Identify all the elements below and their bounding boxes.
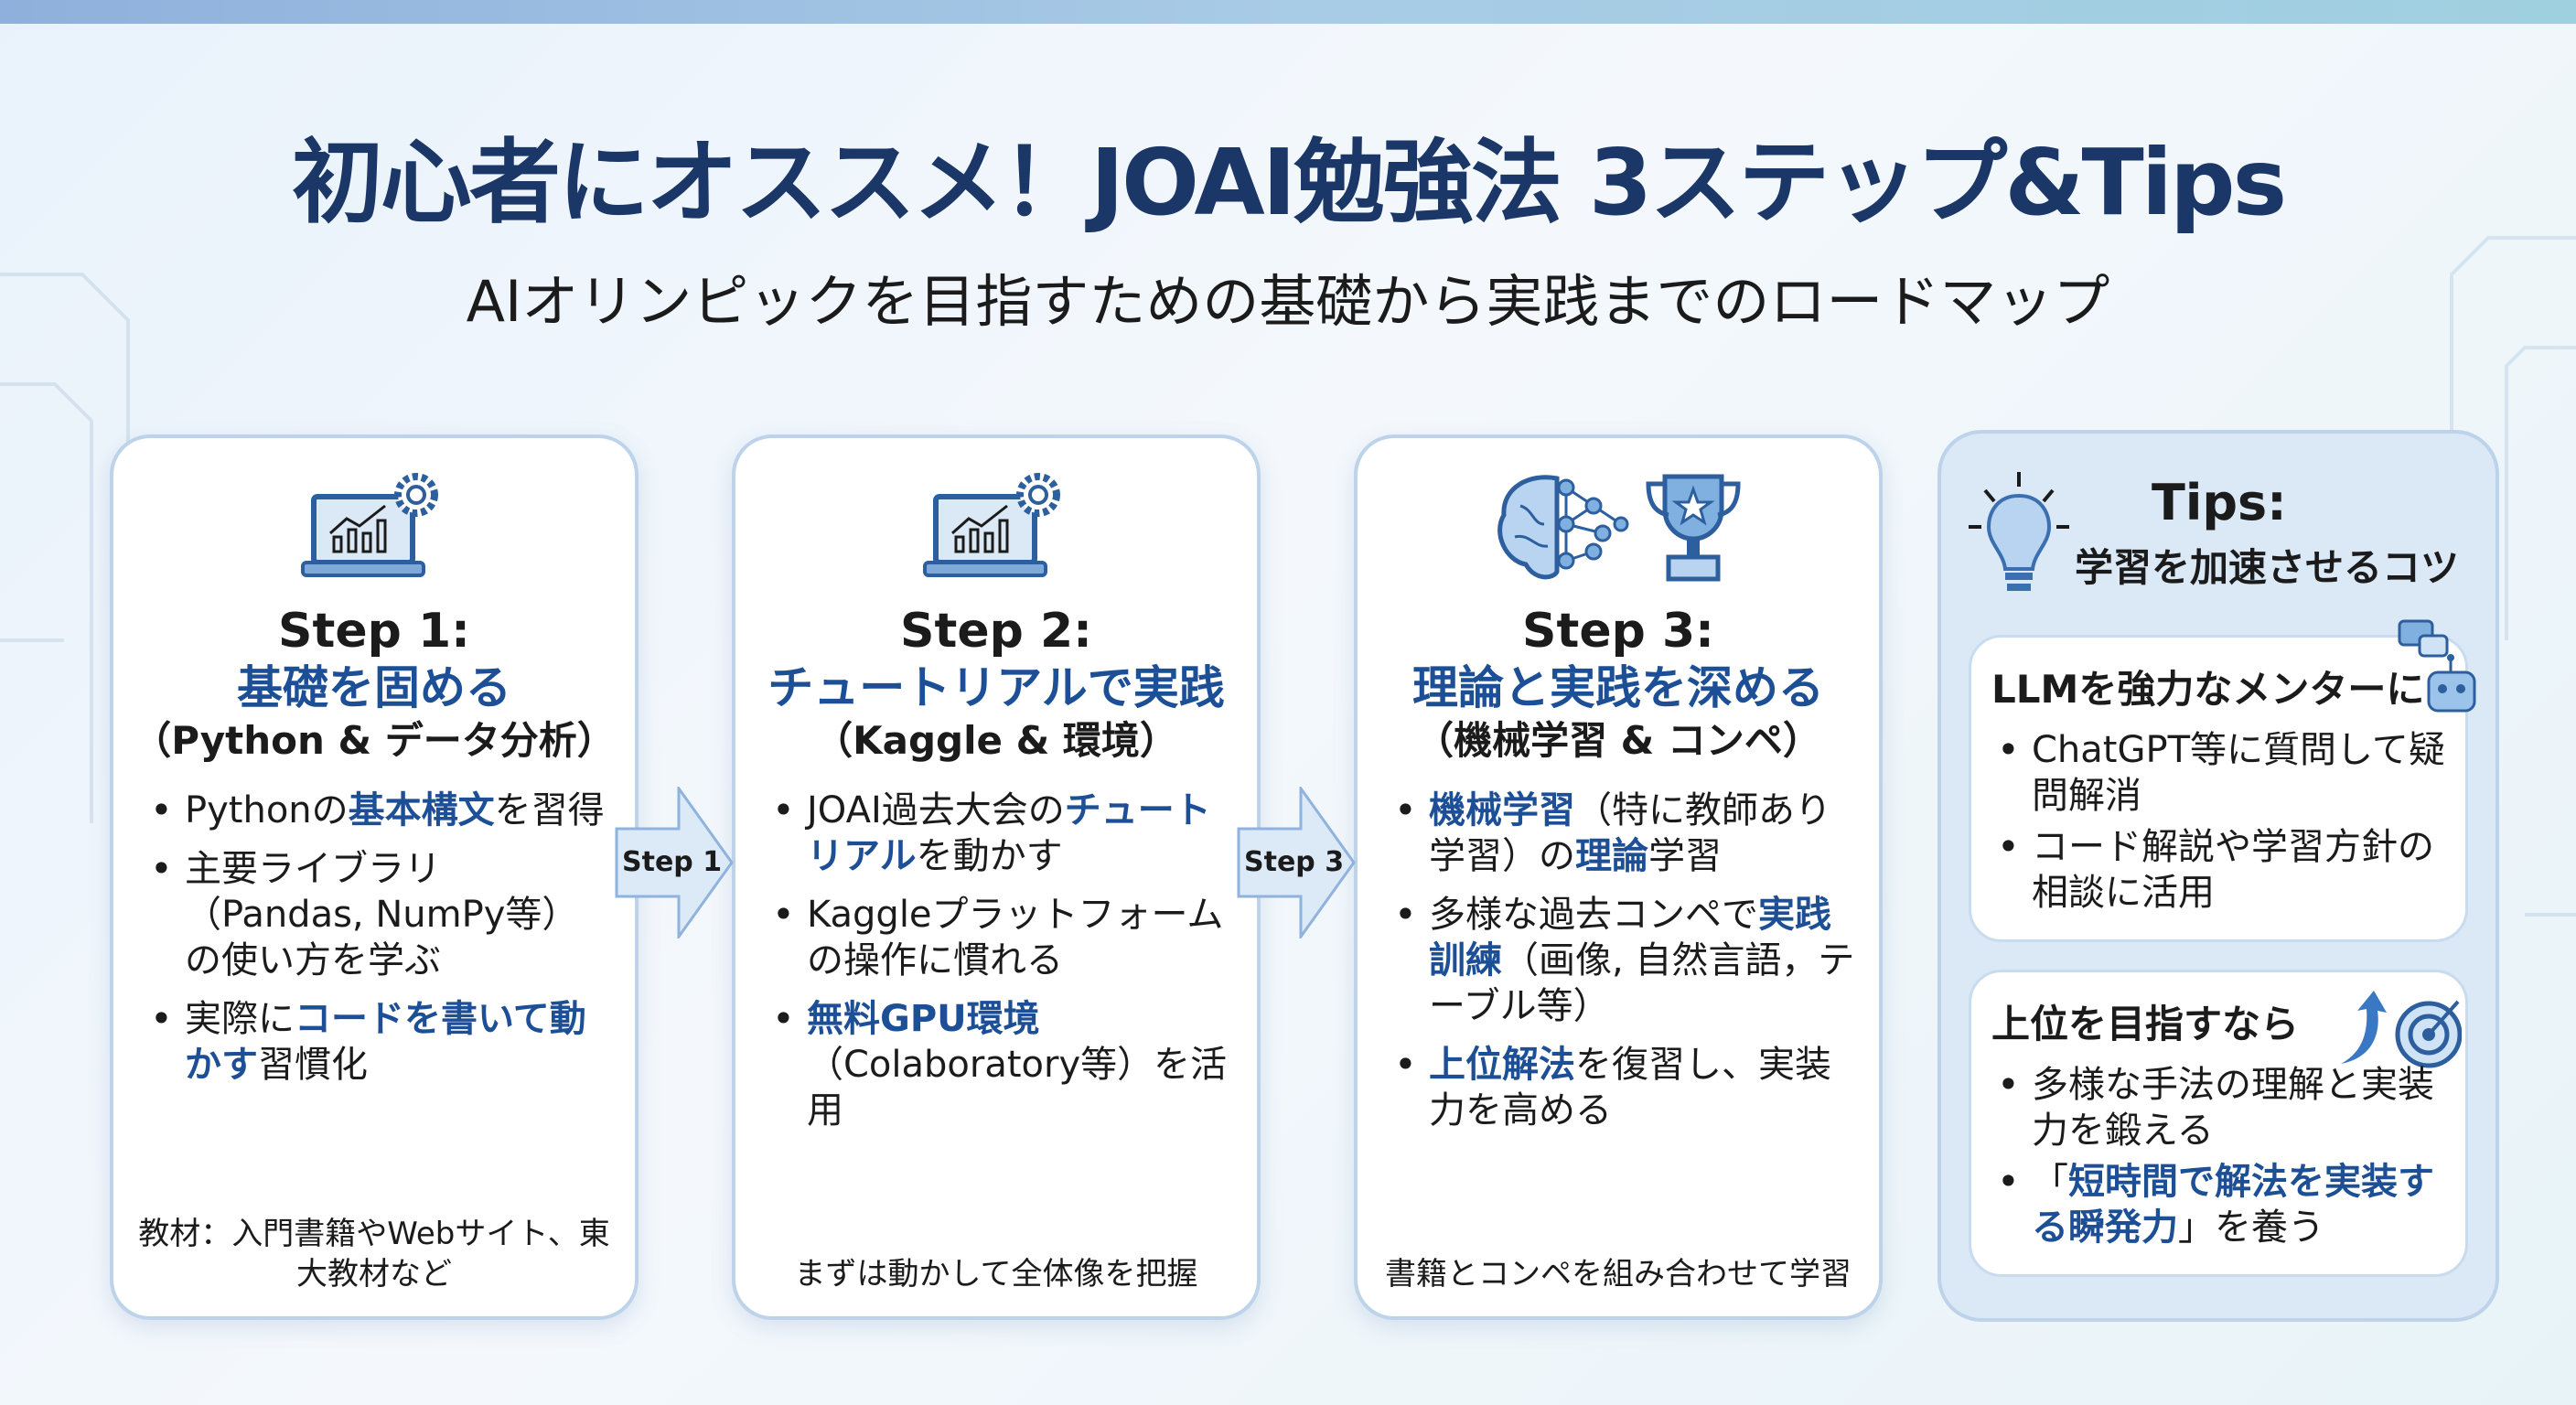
step-label: Step 3:	[1522, 604, 1714, 659]
tips-subtitle: 学習を加速させるコツ	[2075, 545, 2460, 590]
arrow-label: Step 1	[622, 846, 723, 878]
step-title: 理論と実践を深める	[1412, 661, 1824, 714]
arrow-right-icon	[1237, 784, 1356, 941]
step-arrow-3: Step 3	[1237, 784, 1356, 941]
highlight-text: 基本構文	[348, 789, 495, 831]
tip-card-top-rank: 上位を目指すなら 多様な手法の理解と実装力を鍛える「短時間で解法を実装する瞬発力…	[1969, 970, 2468, 1277]
bullet-item: コード解説や学習方針の相談に活用	[1991, 824, 2451, 916]
bullet-text: （Colaboratory等）を活用	[807, 1044, 1228, 1132]
bullet-text: 多様な過去コンペで	[1429, 894, 1758, 936]
highlight-text: コードを書いて動かす	[185, 998, 586, 1086]
page-title: 初心者にオススメ！JOAI勉強法 3ステップ&Tips	[0, 128, 2576, 238]
tip-heading: LLMを強力なメンターに	[1991, 667, 2425, 712]
laptop-chart-gear-icon	[301, 473, 438, 577]
bullet-text: を復習し、実装力を高める	[1429, 1044, 1831, 1132]
step-footer-note: 書籍とコンペを組み合わせて学習	[1385, 1256, 1852, 1292]
arrow-label: Step 3	[1244, 846, 1345, 878]
tip-card-llm: LLMを強力なメンターに ChatGPT等に質問して疑問解消コード解説や学習方針…	[1969, 619, 2476, 942]
bullet-text: 多様な手法の理解と実装力を鍛える	[2032, 1064, 2434, 1152]
bullet-text: JOAI過去大会の	[807, 789, 1065, 831]
laptop-chart-gear-icon	[923, 473, 1060, 577]
arrow-right-icon	[615, 784, 734, 941]
highlight-text: 理論	[1575, 835, 1648, 877]
step-footer-note: まずは動かして全体像を把握	[794, 1256, 1198, 1292]
top-accent-bar	[0, 0, 2576, 24]
bullet-item: 上位解法を復習し、実装力を高める	[1389, 1042, 1857, 1133]
bullet-text: を動かす	[916, 835, 1063, 877]
bullet-item: 多様な手法の理解と実装力を鍛える	[1991, 1062, 2451, 1153]
step-card-1: Step 1: 基礎を固める （Python & データ分析） Pythonの基…	[110, 434, 639, 1320]
bullet-item: 主要ライブラリ（Pandas, NumPy等）の使い方を学ぶ	[145, 846, 613, 983]
lightbulb-icon	[1969, 472, 2069, 591]
bullet-item: 無料GPU環境（Colaboratory等）を活用	[767, 996, 1235, 1133]
step-label: Step 1:	[278, 604, 470, 659]
step-card-3: Step 3: 理論と実践を深める （機械学習 & コンペ） 機械学習（特に教師…	[1354, 434, 1883, 1320]
highlight-text: 実践訓練	[1429, 894, 1831, 981]
step-title: 基礎を固める	[237, 661, 511, 714]
tips-title: Tips:	[2152, 474, 2287, 531]
page-subtitle-text: AIオリンピックを目指すための基礎から実践までのロードマップ	[466, 268, 2110, 335]
bullet-item: Pythonの基本構文を習得	[145, 788, 613, 833]
highlight-text: 無料GPU環境	[807, 998, 1040, 1040]
bullet-item: 実際にコードを書いて動かす習慣化	[145, 996, 613, 1088]
bullet-item: 「短時間で解法を実装する瞬発力」を養う	[1991, 1159, 2451, 1250]
highlight-text: 上位解法	[1429, 1044, 1575, 1086]
chat-robot-icon	[2398, 619, 2476, 713]
bullet-text: 」を養う	[2178, 1207, 2324, 1249]
bullet-item: JOAI過去大会のチュートリアルを動かす	[767, 788, 1235, 879]
bullet-item: 機械学習（特に教師あり学習）の理論学習	[1389, 788, 1857, 879]
bullet-text: 学習	[1648, 835, 1722, 877]
bullet-text: （特に教師あり学習）の	[1429, 789, 1831, 877]
bullet-text: コード解説や学習方針の相談に活用	[2032, 826, 2434, 914]
bullet-item: ChatGPT等に質問して疑問解消	[1991, 727, 2451, 819]
bullet-text: 主要ライブラリ（Pandas, NumPy等）の使い方を学ぶ	[185, 848, 579, 981]
bullet-text: 「	[2032, 1161, 2068, 1203]
bullet-text: を習得	[494, 789, 605, 831]
step-card-2: Step 2: チュートリアルで実践 （Kaggle & 環境） JOAI過去大…	[732, 434, 1261, 1320]
brain-network-icon	[1497, 475, 1629, 580]
bullet-text: （画像, 自然言語，テーブル等）	[1429, 939, 1855, 1027]
bullet-text: Kaggleプラットフォームの操作に慣れる	[807, 894, 1224, 981]
step-topic: （Python & データ分析）	[133, 718, 616, 763]
tip-heading: 上位を目指すなら	[1991, 1002, 2300, 1046]
highlight-text: 機械学習	[1429, 789, 1575, 831]
step-footer-note: 教材：入門書籍やWebサイト、東大教材など	[138, 1216, 610, 1292]
trophy-icon	[1646, 474, 1741, 582]
tips-panel: Tips: 学習を加速させるコツ LLMを強力なメンターに ChatGPT等に質…	[1937, 430, 2499, 1322]
step-arrow-1: Step 1	[615, 784, 734, 941]
bullet-text: Pythonの	[185, 789, 349, 831]
highlight-text: チュートリアル	[807, 789, 1211, 877]
step-title: チュートリアルで実践	[767, 661, 1225, 714]
page-title-text: 初心者にオススメ！JOAI勉強法 3ステップ&Tips	[291, 129, 2287, 236]
bullet-text: ChatGPT等に質問して疑問解消	[2032, 729, 2445, 817]
page-subtitle: AIオリンピックを目指すための基礎から実践までのロードマップ	[0, 267, 2576, 337]
bullet-item: 多様な過去コンペで実践訓練（画像, 自然言語，テーブル等）	[1389, 892, 1857, 1029]
bullet-text: 習慣化	[258, 1044, 368, 1086]
step-topic: （Kaggle & 環境）	[814, 718, 1178, 763]
bullet-text: 実際に	[185, 998, 295, 1040]
highlight-text: 短時間で解法を実装する瞬発力	[2032, 1161, 2434, 1249]
up-arrow-target-icon	[2341, 991, 2462, 1068]
step-topic: （機械学習 & コンペ）	[1415, 718, 1821, 763]
step-label: Step 2:	[900, 604, 1092, 659]
bullet-item: Kaggleプラットフォームの操作に慣れる	[767, 892, 1235, 983]
